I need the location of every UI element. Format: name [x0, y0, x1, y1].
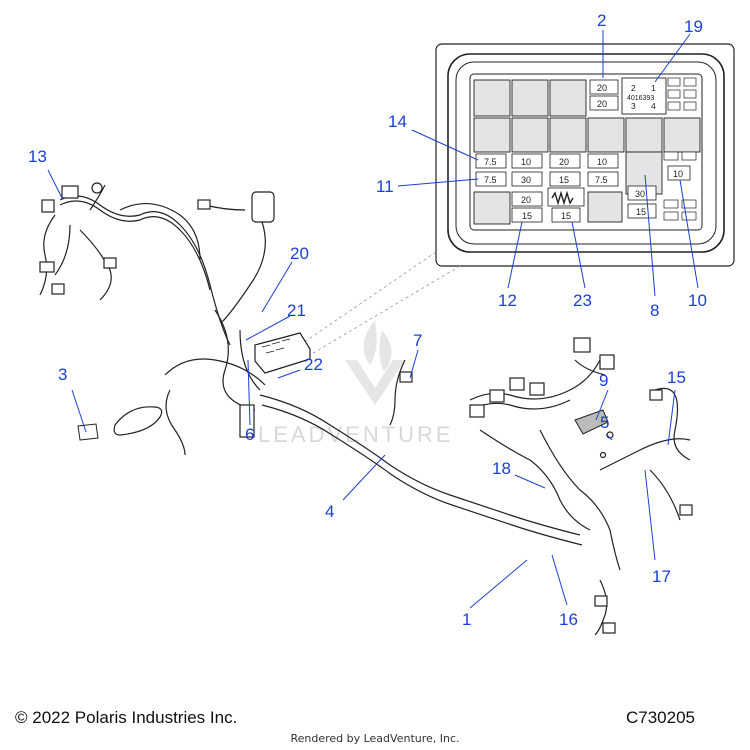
circuit-breaker-icon: [547, 187, 585, 207]
fuse-20-d: 20: [511, 191, 543, 207]
relay-mark-2: 2: [631, 83, 636, 93]
svg-text:10: 10: [521, 157, 531, 167]
svg-text:10: 10: [597, 157, 607, 167]
fuse-20-c: 20: [549, 153, 581, 169]
svg-text:20: 20: [597, 83, 607, 93]
main-harness-trunk: [164, 309, 583, 546]
callout-leaders: [47, 30, 699, 609]
svg-text:10: 10: [673, 169, 683, 179]
callout-19: 19: [684, 17, 703, 36]
svg-text:15: 15: [636, 207, 646, 217]
fuse-7_5-b: 7.5: [475, 171, 507, 187]
callout-21: 21: [287, 301, 306, 320]
callout-12: 12: [498, 291, 517, 310]
fuse-7_5-c: 7.5: [587, 171, 619, 187]
sensor-part: [113, 406, 163, 436]
watermark-text: LEADVENTURE: [258, 422, 454, 447]
callout-labels: 1 2 3 4 5 6 7 8 9 10 11 12 13 14 15 16 1…: [28, 11, 707, 629]
svg-text:7.5: 7.5: [484, 175, 497, 185]
svg-text:15: 15: [559, 175, 569, 185]
callout-22: 22: [304, 355, 323, 374]
callout-11: 11: [376, 177, 394, 196]
callout-16: 16: [559, 610, 578, 629]
fuse-15-d: 15: [627, 203, 657, 219]
svg-text:20: 20: [521, 195, 531, 205]
svg-text:15: 15: [561, 211, 571, 221]
callout-10: 10: [688, 291, 707, 310]
fuse-7_5-a: 7.5: [475, 153, 507, 169]
fuse-30-a: 30: [511, 171, 543, 187]
rear-harness: [469, 337, 693, 636]
callout-9: 9: [599, 371, 608, 390]
svg-text:15: 15: [522, 211, 532, 221]
fuse-10-a: 10: [511, 153, 543, 169]
fuse-20-a: 20: [589, 79, 619, 95]
callout-13: 13: [28, 147, 47, 166]
callout-17: 17: [652, 567, 671, 586]
relay-mark-3: 3: [631, 101, 636, 111]
fuse-15-c: 15: [551, 207, 581, 223]
relay-mark-1: 1: [651, 83, 656, 93]
watermark-logo: LEADVENTURE: [258, 320, 454, 447]
projection-lines: [299, 251, 461, 359]
copyright-text: © 2022 Polaris Industries Inc.: [15, 708, 238, 727]
svg-text:30: 30: [521, 175, 531, 185]
relay-4016393: 2 1 4016393 3 4: [621, 77, 667, 115]
svg-text:30: 30: [635, 189, 645, 199]
callout-8: 8: [650, 301, 659, 320]
callout-7: 7: [413, 331, 422, 350]
callout-20: 20: [290, 244, 309, 263]
relay-grid: [473, 79, 701, 225]
callout-18: 18: [492, 459, 511, 478]
svg-text:20: 20: [559, 157, 569, 167]
svg-text:20: 20: [597, 99, 607, 109]
callout-5: 5: [600, 413, 609, 432]
rendered-by-text: Rendered by LeadVenture, Inc.: [290, 732, 460, 745]
upper-left-harness: [39, 182, 275, 346]
fuse-20-b: 20: [589, 95, 619, 111]
callout-23: 23: [573, 291, 592, 310]
module-3: [77, 423, 99, 441]
callout-1: 1: [462, 610, 471, 629]
callout-3: 3: [58, 365, 67, 384]
fuse-15-a: 15: [549, 171, 581, 187]
svg-text:7.5: 7.5: [595, 175, 608, 185]
callout-4: 4: [325, 502, 334, 521]
fuse-10-c: 10: [667, 165, 691, 181]
center-fuse-box-part: [254, 332, 311, 374]
callout-14: 14: [388, 112, 407, 131]
diagram-code: C730205: [625, 708, 695, 727]
svg-text:7.5: 7.5: [484, 157, 497, 167]
fuse-30-b: 30: [627, 185, 657, 201]
callout-15: 15: [667, 368, 686, 387]
fuse-15-b: 15: [511, 207, 543, 223]
callout-6: 6: [245, 425, 254, 444]
relay-mark-4: 4: [651, 101, 656, 111]
fuse-box-inset: 2 1 4016393 3 4 20 20 7.5: [435, 43, 735, 267]
relay-part-number: 4016393: [627, 95, 654, 102]
fuse-10-b: 10: [587, 153, 619, 169]
callout-2: 2: [597, 11, 606, 30]
